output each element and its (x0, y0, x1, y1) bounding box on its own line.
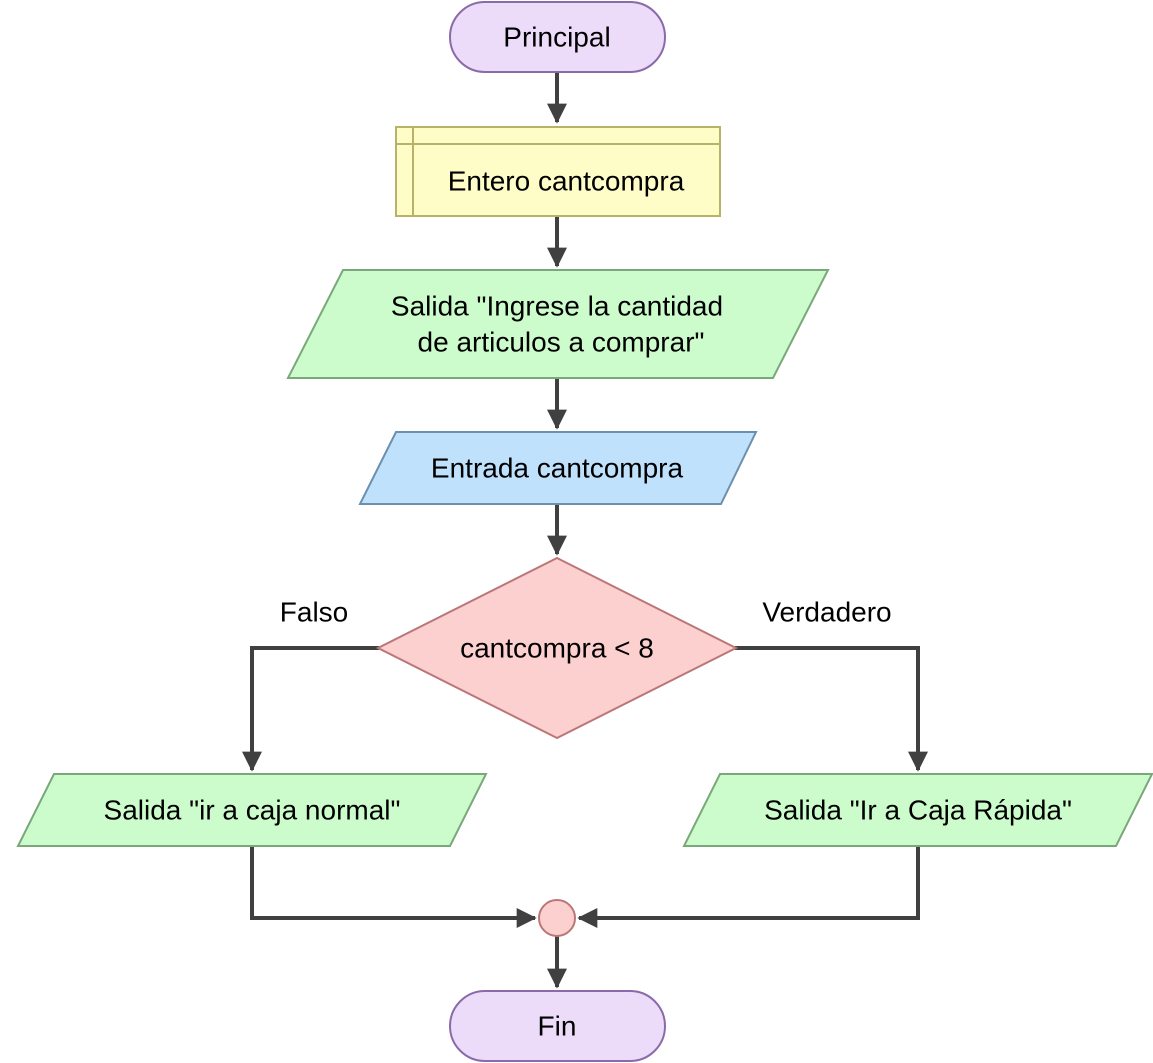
edge-decision-false-branch (242, 646, 379, 772)
end-terminal: Fin (449, 990, 666, 1062)
input-block-label: Entrada cantcompra (431, 453, 684, 484)
decision-shape (375, 556, 739, 740)
end-terminal-label: Fin (538, 1011, 577, 1042)
output-true: Salida "Ir a Caja Rápida" (682, 773, 1153, 847)
output-prompt-label-line2: de articulos a comprar" (418, 327, 705, 358)
declare-block-label: Entero cantcompra (448, 166, 685, 197)
end-terminal-shape (449, 990, 666, 1062)
start-terminal-label: Principal (503, 22, 610, 53)
decision-label: cantcompra < 8 (460, 633, 654, 664)
branch-true-label: Verdadero (762, 597, 891, 628)
start-terminal: Principal (449, 1, 666, 73)
branch-false-label: Falso (280, 597, 348, 628)
declare-block: Entero cantcompra (395, 126, 721, 217)
output-false-shape (16, 773, 488, 847)
join-connector (538, 899, 576, 937)
output-prompt-label-line1: Salida "Ingrese la cantidad (391, 291, 723, 322)
output-true-label: Salida "Ir a Caja Rápida" (764, 795, 1072, 826)
edges (242, 72, 928, 989)
input-block-shape (358, 431, 758, 505)
input-block: Entrada cantcompra (358, 431, 758, 505)
edge-true-output-to-connector (577, 846, 920, 928)
output-false: Salida "ir a caja normal" (16, 773, 488, 847)
start-terminal-shape (449, 1, 666, 73)
output-true-shape (682, 773, 1153, 847)
output-prompt: Salida "Ingrese la cantidad de articulos… (286, 269, 830, 379)
output-prompt-shape (286, 269, 830, 379)
decision: cantcompra < 8 (375, 556, 739, 740)
edge-decision-true-branch (735, 646, 928, 772)
declare-block-shape (395, 126, 721, 217)
output-false-label: Salida "ir a caja normal" (104, 795, 401, 826)
edge-false-output-to-connector (250, 846, 537, 928)
